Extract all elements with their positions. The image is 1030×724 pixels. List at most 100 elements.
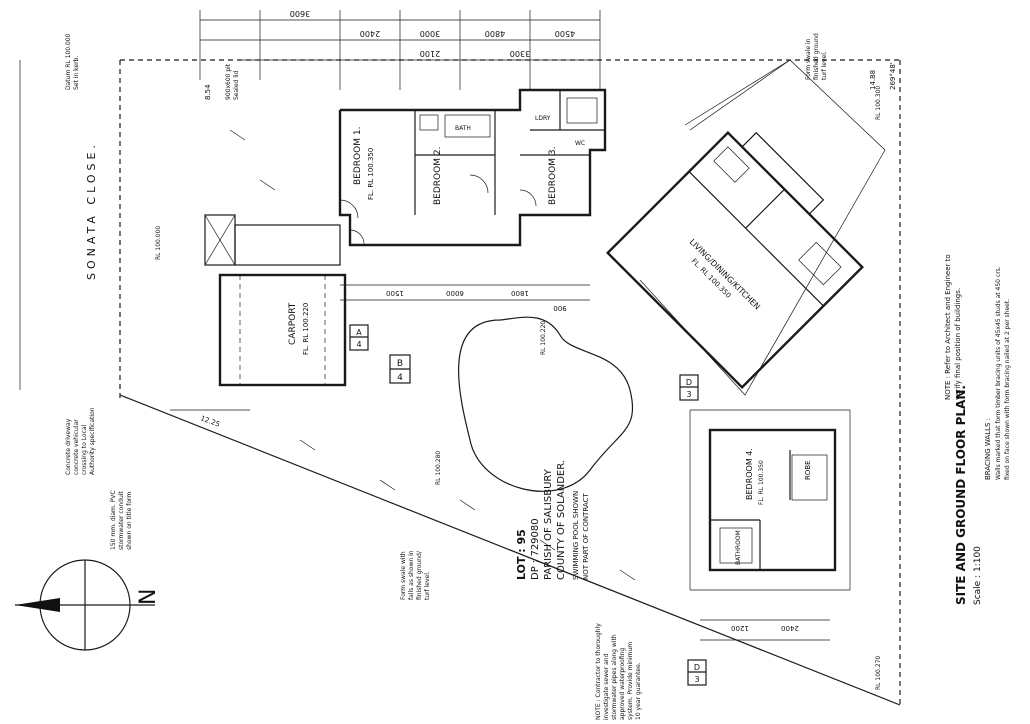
svg-text:Concrete driveway: Concrete driveway: [65, 418, 72, 475]
bedroom4-wing: BEDROOM 4. FL. RL 100.350 ROBE BATHROOM …: [689, 409, 851, 641]
dim-label: 2400: [360, 29, 380, 38]
svg-text:falls as shown in: falls as shown in: [408, 550, 415, 600]
svg-text:NOTE : Refer to Architect and: NOTE : Refer to Architect and Engineer t…: [944, 254, 952, 400]
bottom-notes: NOTE : Contractor to thoroughly investig…: [400, 33, 882, 720]
entry-porch: [204, 214, 341, 266]
title-block: SITE AND GROUND FLOOR PLAN. Scale : 1:10…: [954, 385, 983, 605]
svg-text:Set in kerb.: Set in kerb.: [73, 56, 80, 90]
svg-text:150 mm. diam. PVC: 150 mm. diam. PVC: [110, 490, 117, 550]
carport: CARPORT FL. RL 100.220: [218, 273, 347, 387]
room-label: FL. RL 100.350: [758, 460, 765, 505]
mid-dimension-lines: 1500 6000 1800 900: [340, 284, 590, 312]
section-marker-d-upper: D 3: [679, 374, 699, 401]
room-label: BEDROOM 4.: [745, 448, 754, 500]
svg-text:RL 100.000: RL 100.000: [155, 226, 162, 260]
dim-label: 4800: [485, 29, 505, 38]
svg-text:12.25: 12.25: [199, 414, 221, 428]
drawing-title: SITE AND GROUND FLOOR PLAN.: [954, 385, 968, 605]
dim-label: 3600: [290, 9, 310, 18]
room-label: BEDROOM 3.: [548, 147, 558, 205]
living-wing-outline: [639, 59, 886, 396]
svg-text:D: D: [686, 378, 692, 387]
room-label: WC: [575, 140, 585, 147]
svg-text:COUNTY OF SOLANDER.: COUNTY OF SOLANDER.: [556, 460, 567, 580]
section-marker-a: A 4: [349, 324, 369, 351]
room-label: FL. RL 100.220: [302, 303, 310, 355]
svg-text:LOT : 95: LOT : 95: [515, 529, 528, 580]
room-label: LDRY: [535, 115, 551, 122]
top-dimension-lines: 3600 2400 3000 4800 4500 2100 3300: [199, 9, 601, 90]
svg-text:8.54: 8.54: [204, 84, 212, 100]
svg-text:14.88: 14.88: [869, 70, 877, 90]
room-label: LIVING/DINING/KITCHEN: [688, 237, 762, 311]
svg-text:system. Provide minimum: system. Provide minimum: [627, 642, 634, 720]
dim-label: 3300: [510, 49, 530, 58]
drawing-scale: Scale : 1:100: [973, 546, 983, 605]
dim-label: 900: [553, 304, 566, 312]
dim-label: 3000: [420, 29, 440, 38]
svg-text:DP : 729080: DP : 729080: [530, 518, 541, 580]
svg-text:verify final position of build: verify final position of buildings.: [954, 288, 962, 400]
site-boundary: [119, 59, 901, 706]
svg-text:BRACING WALLS :: BRACING WALLS :: [984, 418, 992, 480]
svg-text:finished ground: finished ground: [813, 33, 820, 80]
svg-text:Datum RL 100.000: Datum RL 100.000: [65, 33, 72, 90]
dim-label: 1800: [511, 289, 529, 297]
svg-text:Sealed lid: Sealed lid: [233, 70, 240, 100]
svg-text:D: D: [694, 663, 700, 672]
svg-text:approved waterproofing: approved waterproofing: [619, 648, 626, 720]
svg-text:B: B: [397, 359, 403, 369]
room-label: BATH: [455, 125, 471, 132]
svg-text:4: 4: [356, 340, 361, 349]
svg-text:3: 3: [694, 675, 699, 684]
svg-text:10 year guarantee.: 10 year guarantee.: [635, 662, 642, 720]
fall-arrows: [229, 129, 636, 581]
svg-text:finished ground/: finished ground/: [416, 550, 423, 600]
svg-text:900x600 pit: 900x600 pit: [225, 63, 232, 100]
svg-text:Form swale with: Form swale with: [400, 551, 407, 600]
svg-text:RL 100.270: RL 100.270: [875, 656, 882, 690]
left-notes: Concrete driveway concrete vehicular cro…: [65, 33, 240, 550]
dim-label: 6000: [446, 289, 464, 297]
svg-text:stormwater conduit: stormwater conduit: [118, 491, 125, 550]
svg-text:3: 3: [686, 390, 691, 399]
right-notes: NOTE : Refer to Architect and Engineer t…: [944, 254, 1011, 480]
dim-label: 4500: [555, 29, 575, 38]
svg-text:NOTE : Contractor to thoroughl: NOTE : Contractor to thoroughly: [595, 623, 602, 720]
svg-text:crossing to Local: crossing to Local: [81, 424, 88, 475]
living-wing: LIVING/DINING/KITCHEN FL. RL 100.350: [606, 131, 864, 389]
svg-text:269°48': 269°48': [889, 62, 897, 90]
svg-text:4: 4: [397, 373, 403, 383]
svg-text:RL 100.300: RL 100.300: [875, 86, 882, 120]
svg-text:stormwater pipes along with: stormwater pipes along with: [611, 634, 618, 720]
north-label: N: [136, 589, 161, 605]
svg-text:PARISH OF SALISBURY: PARISH OF SALISBURY: [543, 468, 554, 580]
dim-label: 1500: [386, 289, 404, 297]
svg-text:investigate sewer and: investigate sewer and: [603, 653, 610, 720]
svg-text:RL 100.280: RL 100.280: [435, 451, 442, 485]
dim-label: 2100: [420, 49, 440, 58]
room-label: BATHROOM: [735, 530, 742, 565]
svg-text:RL 100.220: RL 100.220: [540, 321, 547, 355]
svg-text:Form swale in: Form swale in: [805, 38, 812, 80]
room-label: BEDROOM 1.: [353, 127, 363, 185]
main-house: BEDROOM 1. FL. RL 100.350 BEDROOM 2. BED…: [338, 88, 607, 247]
lot-info: LOT : 95 DP : 729080 PARISH OF SALISBURY…: [515, 460, 590, 580]
svg-text:Authority specification: Authority specification: [89, 407, 96, 475]
svg-text:A: A: [356, 328, 362, 337]
svg-text:NOT PART OF CONTRACT: NOT PART OF CONTRACT: [582, 493, 590, 580]
section-marker-b: B 4: [389, 354, 411, 384]
svg-text:concrete vehicular: concrete vehicular: [73, 419, 80, 475]
svg-text:SWIMMING POOL SHOWN: SWIMMING POOL SHOWN: [572, 491, 580, 580]
svg-text:turf level.: turf level.: [424, 571, 431, 600]
room-label: BEDROOM 2.: [433, 147, 443, 205]
dim-label: 1200: [731, 624, 749, 632]
street-name: SONATA CLOSE.: [85, 141, 98, 280]
svg-text:turf level.: turf level.: [821, 51, 828, 80]
room-label: ROBE: [804, 460, 812, 480]
dim-label: 2400: [781, 624, 799, 632]
swimming-pool: [458, 316, 634, 492]
svg-text:Walls marked that form timber: Walls marked that form timber bracing un…: [995, 266, 1002, 480]
north-point: N: [15, 559, 161, 651]
